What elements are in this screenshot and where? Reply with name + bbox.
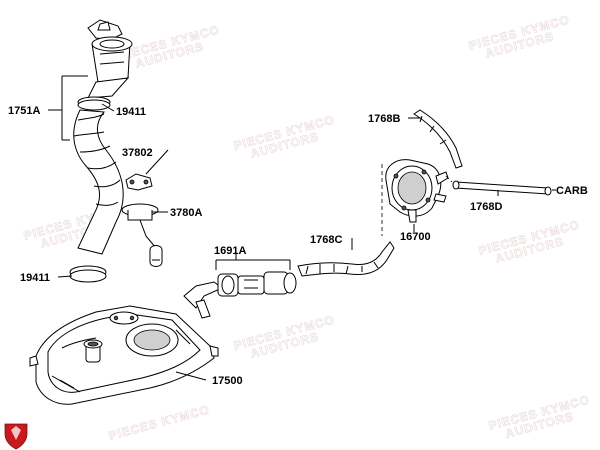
bracket-1751A — [48, 75, 88, 141]
part-label-37802: 37802 — [122, 147, 153, 159]
part-label-1768D: 1768D — [470, 201, 502, 213]
guide-line — [445, 175, 453, 183]
part-label-19411-bottom: 19411 — [20, 272, 50, 284]
part-label-3780A: 3780A — [170, 207, 202, 219]
part-label-1751A: 1751A — [8, 105, 40, 117]
bracket-1691A — [215, 256, 291, 270]
part-label-1768B: 1768B — [368, 113, 400, 125]
part-label-1691A: 1691A — [214, 245, 246, 257]
part-label-1768C: 1768C — [310, 234, 342, 246]
brand-logo-icon — [4, 423, 28, 450]
fuel-level-sensor-part — [121, 173, 163, 267]
part-label-19411-top: 19411 — [116, 106, 146, 118]
part-label-carb: CARB — [556, 185, 588, 197]
fuel-filter-part — [183, 271, 297, 319]
vacuum-hose-part — [413, 109, 463, 169]
leader-lines — [57, 103, 556, 381]
filler-neck-part — [69, 19, 133, 283]
fuel-line-part — [452, 180, 552, 196]
vacuum-pump-part — [385, 159, 449, 223]
part-label-16700: 16700 — [400, 231, 431, 243]
fuel-tank-part — [29, 305, 219, 405]
watermark-text: PIECES KYMCO — [107, 402, 211, 442]
fuel-hose-part — [297, 241, 395, 277]
part-label-17500: 17500 — [212, 375, 243, 387]
